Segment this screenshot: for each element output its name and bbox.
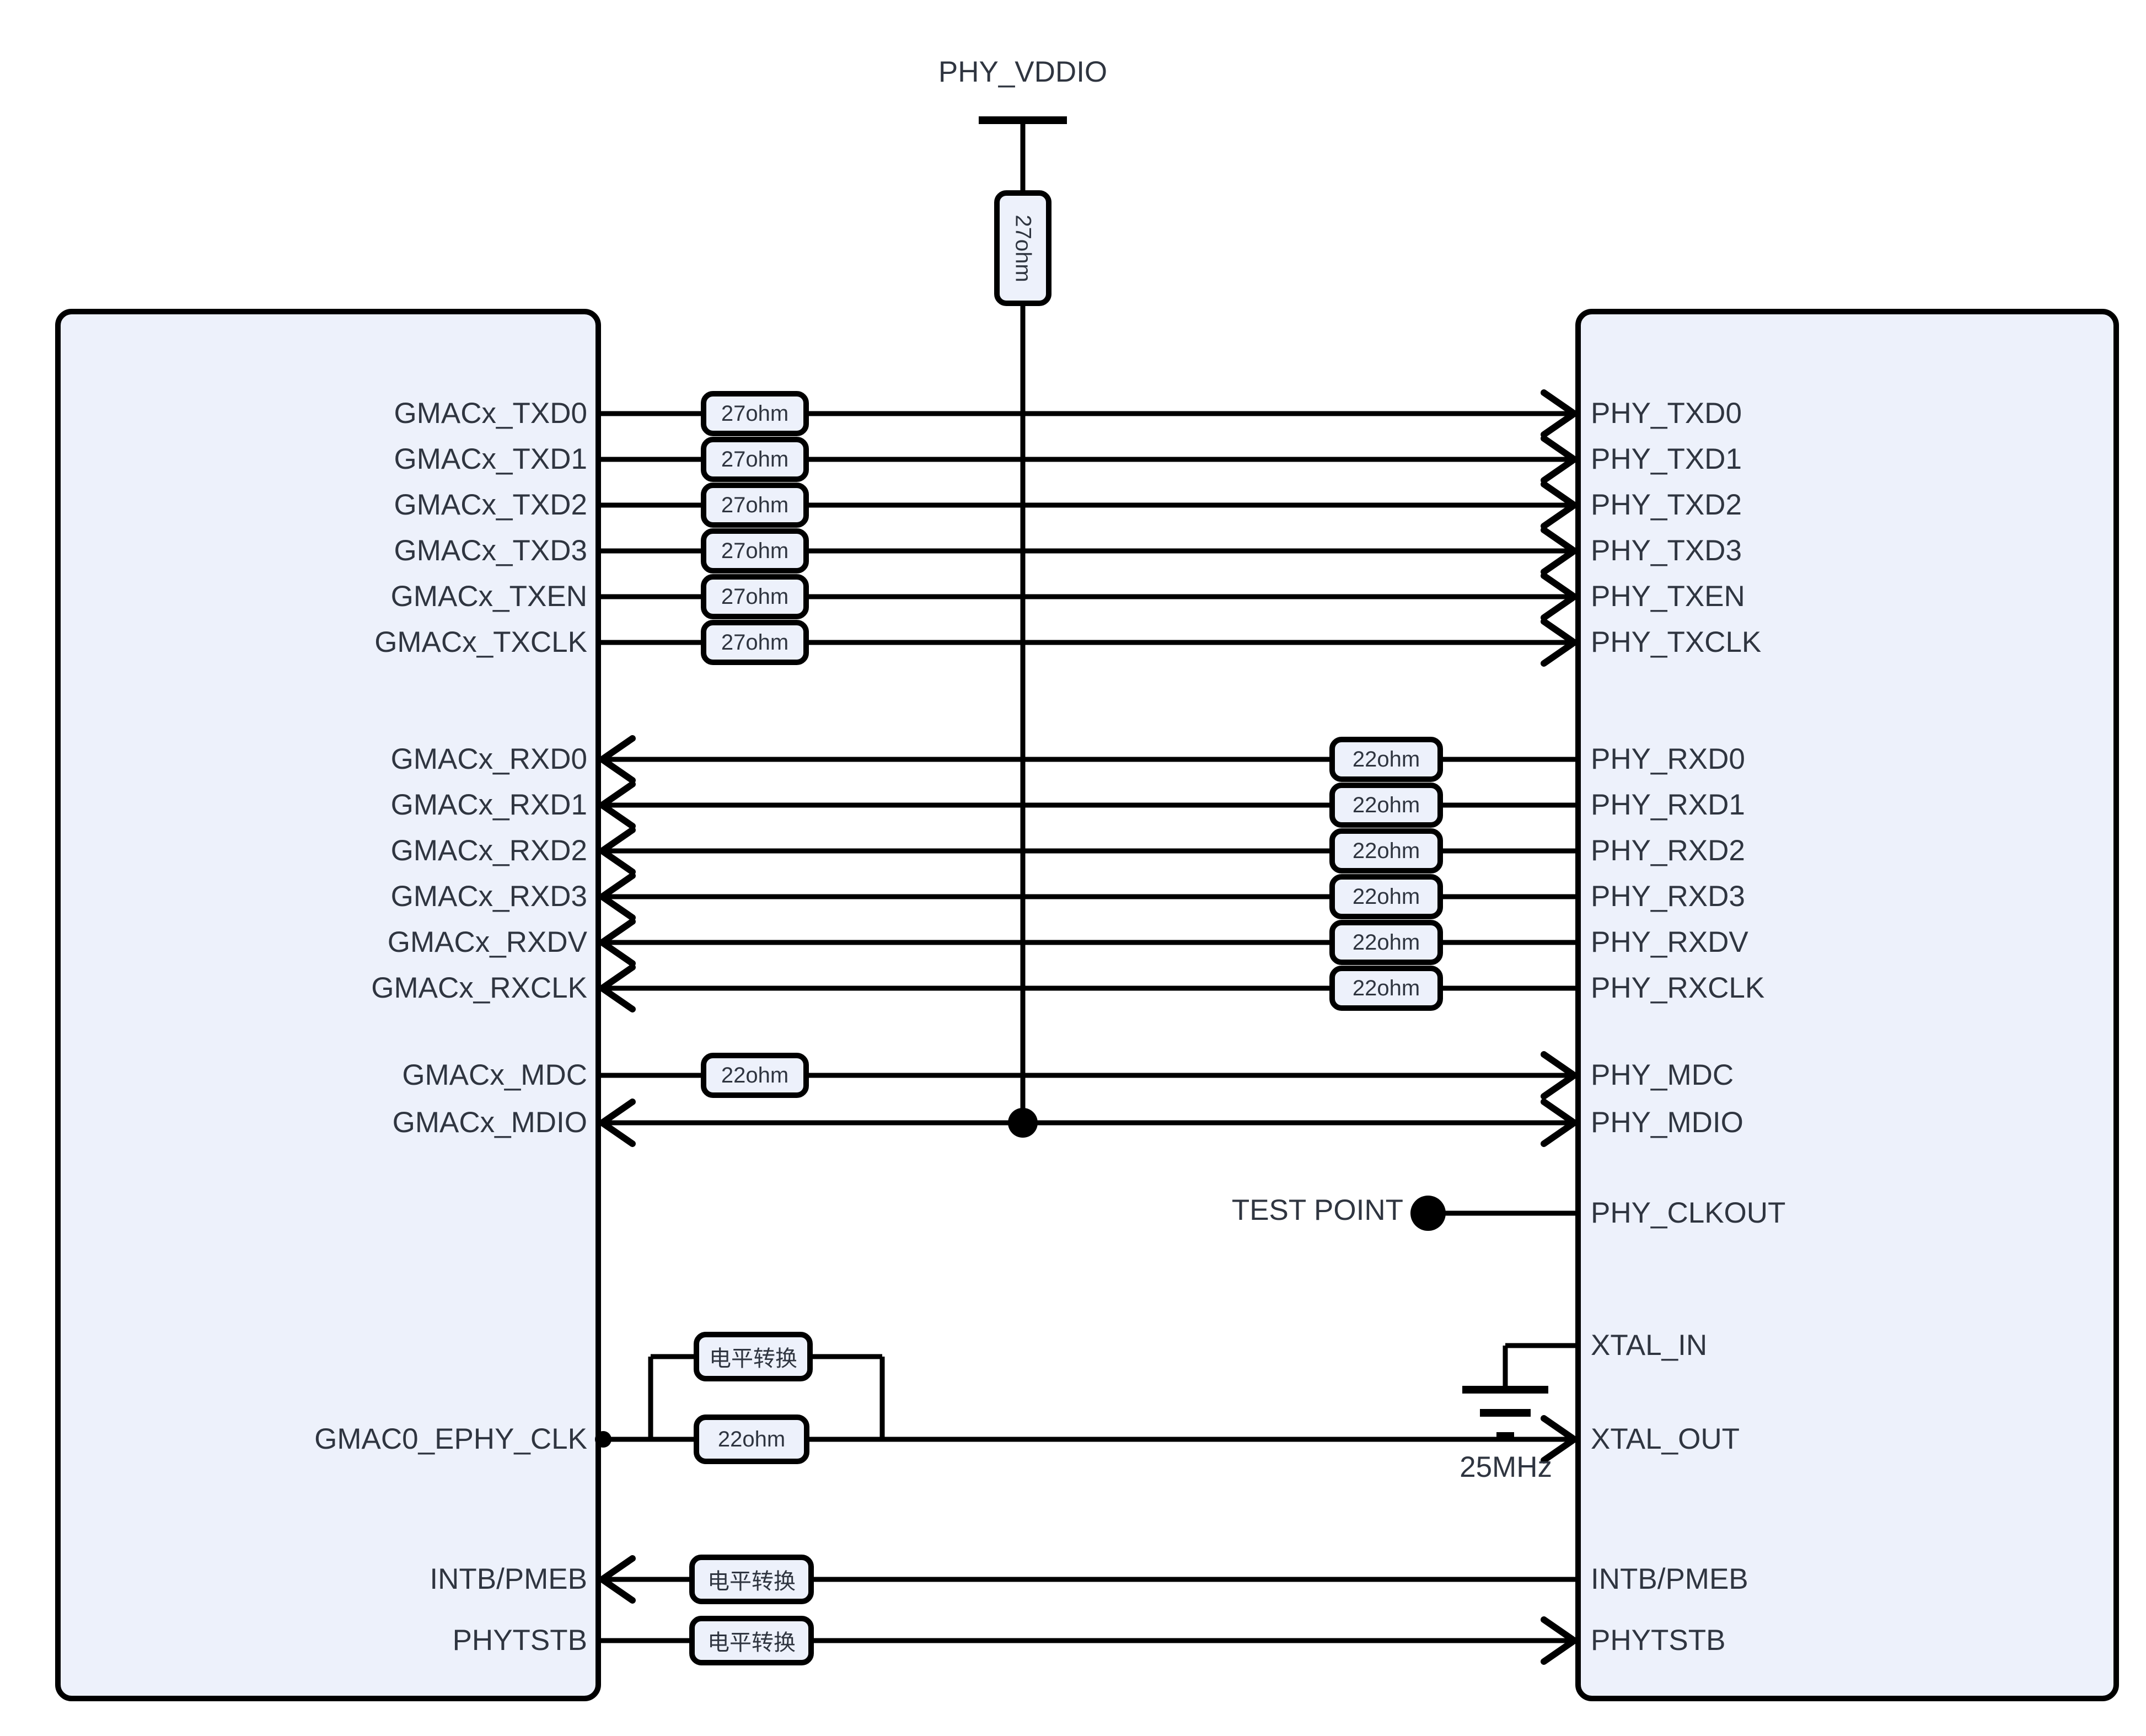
net-txd2 xyxy=(601,481,1578,529)
resistor-label: 22ohm xyxy=(1352,792,1420,817)
net-mdc xyxy=(601,1051,1578,1100)
phy-pin-rxd3: PHY_RXD3 xyxy=(1591,880,1745,913)
phy-pin-clkout: PHY_CLKOUT xyxy=(1591,1197,1786,1229)
gmac-pin-txen: GMACx_TXEN xyxy=(390,580,587,613)
gmac-pin-txd0: GMACx_TXD0 xyxy=(394,397,587,430)
resistor-label: 27ohm xyxy=(721,492,789,517)
gmac-pin-rxd0: GMACx_RXD0 xyxy=(390,743,587,775)
net-intb xyxy=(599,1555,1575,1604)
gmac-pin-mdc: GMACx_MDC xyxy=(402,1059,587,1091)
phy-pin-txd3: PHY_TXD3 xyxy=(1591,534,1742,567)
test-point-label: TEST POINT xyxy=(1231,1194,1403,1226)
resistor-label: 22ohm xyxy=(1352,884,1420,909)
net-rxd1 xyxy=(599,781,1575,829)
rx-resistor-box: 22ohm xyxy=(1329,737,1443,782)
ephy-level-shift-box: 电平转换 xyxy=(694,1332,813,1381)
gmac-pin-rxd2: GMACx_RXD2 xyxy=(390,834,587,867)
net-mdio xyxy=(599,1099,1578,1147)
gmac-pin-txd2: GMACx_TXD2 xyxy=(394,489,587,521)
phy-pin-mdio: PHY_MDIO xyxy=(1591,1106,1743,1139)
net-rxd0 xyxy=(599,735,1575,784)
phy-pin-rxdv: PHY_RXDV xyxy=(1591,926,1748,958)
net-txen xyxy=(601,572,1578,621)
rx-resistor-box: 22ohm xyxy=(1329,783,1443,828)
phy-pin-txclk: PHY_TXCLK xyxy=(1591,626,1762,658)
phy-block xyxy=(1575,309,2119,1701)
phy-pin-mdc: PHY_MDC xyxy=(1591,1059,1734,1091)
gmac-pin-rxd3: GMACx_RXD3 xyxy=(390,880,587,913)
ephy-resistor-box: 22ohm xyxy=(694,1414,809,1464)
gmac-pin-rxd1: GMACx_RXD1 xyxy=(390,789,587,821)
net-ephy-clk xyxy=(595,1354,1578,1464)
resistor-label: 22ohm xyxy=(717,1427,786,1451)
gmac-pin-intb: INTB/PMEB xyxy=(430,1563,587,1595)
power-rail-label: PHY_VDDIO xyxy=(938,56,1108,88)
phy-pin-rxclk: PHY_RXCLK xyxy=(1591,972,1765,1004)
resistor-label: 27ohm xyxy=(721,584,789,609)
resistor-label: 22ohm xyxy=(721,1063,789,1087)
net-txd0 xyxy=(601,389,1578,438)
level-shift-label: 电平转换 xyxy=(707,1569,796,1594)
phy-pin-txen: PHY_TXEN xyxy=(1591,580,1745,613)
gmac-pin-rxdv: GMACx_RXDV xyxy=(387,926,587,958)
ground-symbol xyxy=(1462,1386,1548,1440)
gmac-pin-txd3: GMACx_TXD3 xyxy=(394,534,587,567)
phy-pin-rxd0: PHY_RXD0 xyxy=(1591,743,1745,775)
tx-resistor-box: 27ohm xyxy=(701,620,809,665)
pullup-resistor-label: 27ohm xyxy=(1011,214,1036,282)
level-shift-label: 电平转换 xyxy=(707,1631,796,1655)
phy-pin-phytstb: PHYTSTB xyxy=(1591,1624,1726,1657)
tx-resistor-box: 27ohm xyxy=(701,437,809,482)
net-rxdv xyxy=(599,918,1575,967)
resistor-label: 22ohm xyxy=(1352,976,1420,1000)
level-shift-label: 电平转换 xyxy=(709,1347,797,1371)
rx-resistor-box: 22ohm xyxy=(1329,966,1443,1011)
net-rxclk xyxy=(599,964,1575,1012)
phy-pin-txd1: PHY_TXD1 xyxy=(1591,443,1742,475)
rx-resistor-box: 22ohm xyxy=(1329,874,1443,919)
tx-resistor-box: 27ohm xyxy=(701,483,809,528)
rx-resistor-box: 22ohm xyxy=(1329,920,1443,965)
tx-resistor-box: 27ohm xyxy=(701,574,809,619)
phy-pin-txd0: PHY_TXD0 xyxy=(1591,397,1742,430)
net-txclk xyxy=(601,618,1578,667)
phy-pin-txd2: PHY_TXD2 xyxy=(1591,489,1742,521)
gmac-pin-txclk: GMACx_TXCLK xyxy=(374,626,587,658)
intb-level-shift-box: 电平转换 xyxy=(689,1555,814,1604)
phy-pin-rxd2: PHY_RXD2 xyxy=(1591,834,1745,867)
phy-pin-xtal-out: XTAL_OUT xyxy=(1591,1423,1740,1455)
rx-resistor-box: 22ohm xyxy=(1329,828,1443,874)
net-rxd2 xyxy=(599,827,1575,875)
net-clkout xyxy=(1410,1196,1575,1231)
tx-resistor-box: 27ohm xyxy=(701,528,809,574)
tx-resistor-box: 27ohm xyxy=(701,391,809,436)
phy-pin-intb: INTB/PMEB xyxy=(1591,1563,1748,1595)
gmac-pin-rxclk: GMACx_RXCLK xyxy=(371,972,587,1004)
phy-pin-rxd1: PHY_RXD1 xyxy=(1591,789,1745,821)
resistor-label: 27ohm xyxy=(721,630,789,655)
net-txd1 xyxy=(601,435,1578,484)
gmac-pin-ephy-clk: GMAC0_EPHY_CLK xyxy=(314,1423,587,1455)
resistor-label: 22ohm xyxy=(1352,930,1420,955)
mdc-resistor-box: 22ohm xyxy=(701,1053,809,1098)
resistor-label: 22ohm xyxy=(1352,747,1420,771)
crystal-freq-label: 25MHz xyxy=(1460,1451,1552,1483)
tstb-level-shift-box: 电平转换 xyxy=(689,1616,814,1665)
gmac-pin-txd1: GMACx_TXD1 xyxy=(394,443,587,475)
resistor-label: 22ohm xyxy=(1352,838,1420,863)
phy-pin-xtal-in: XTAL_IN xyxy=(1591,1329,1708,1362)
net-rxd3 xyxy=(599,872,1575,921)
gmac-pin-phytstb: PHYTSTB xyxy=(452,1624,587,1657)
resistor-label: 27ohm xyxy=(721,538,789,563)
net-xtal-in xyxy=(1462,1343,1575,1440)
net-txd3 xyxy=(601,527,1578,575)
resistor-label: 27ohm xyxy=(721,447,789,471)
resistor-label: 27ohm xyxy=(721,401,789,426)
pullup-resistor-box: 27ohm xyxy=(994,190,1051,306)
gmac-block xyxy=(55,309,601,1701)
gmac-pin-mdio: GMACx_MDIO xyxy=(392,1106,587,1139)
net-phytstb xyxy=(601,1616,1578,1665)
